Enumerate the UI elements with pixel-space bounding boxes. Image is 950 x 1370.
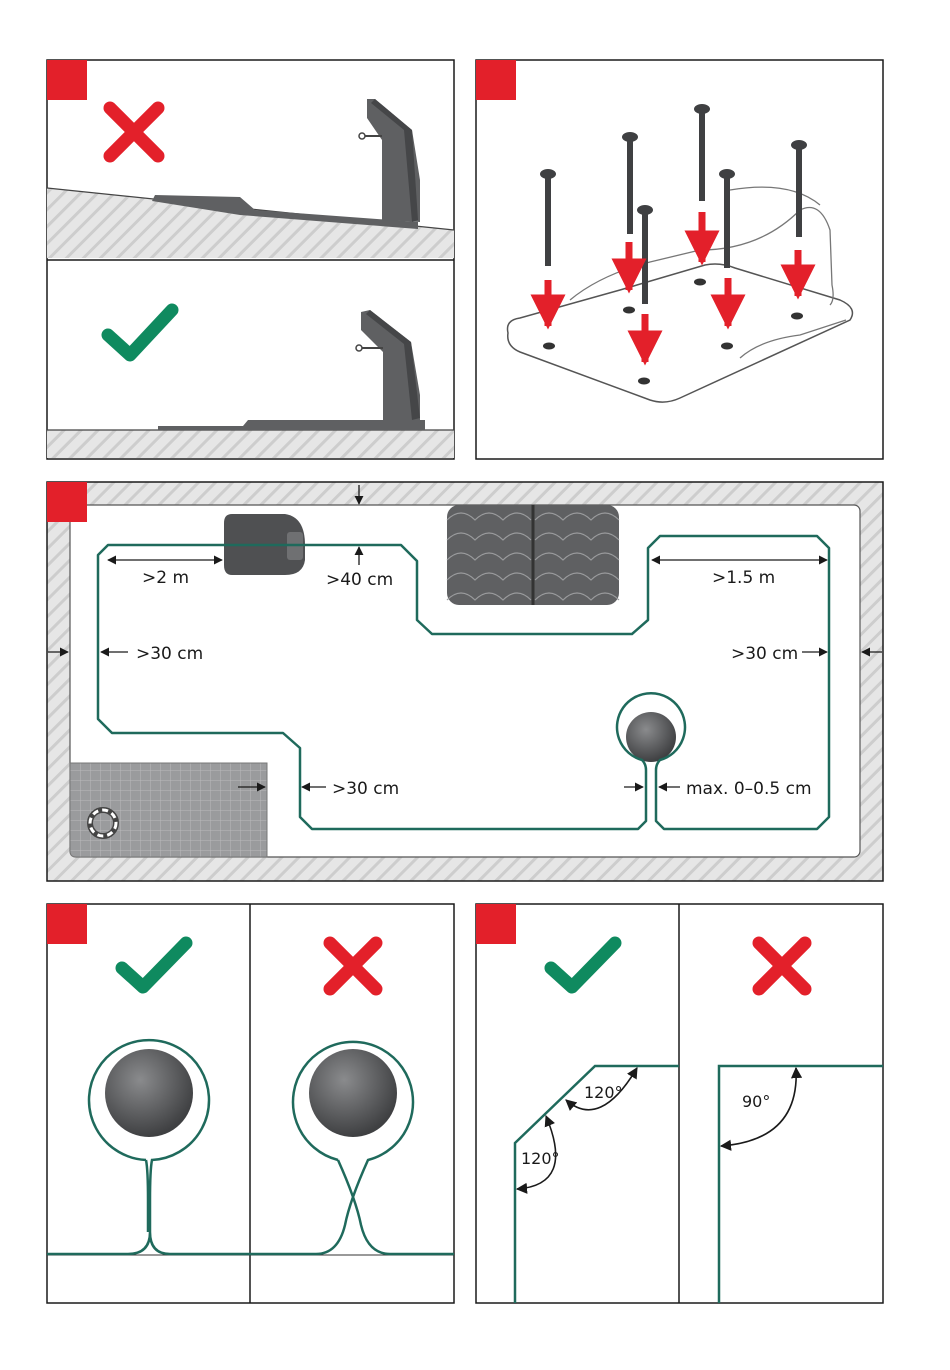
label-dist-pool: >30 cm [332, 779, 399, 799]
label-angle-c: 90° [742, 1092, 770, 1111]
pool [70, 763, 267, 857]
panel-station-pegs [476, 60, 883, 459]
label-dist-station: >2 m [142, 568, 189, 588]
panel-garden-layout: >40 cm >2 m >1.5 m >30 cm >30 cm >30 cm … [47, 482, 883, 881]
step-marker [47, 482, 87, 522]
label-dist-patio-right: >1.5 m [712, 568, 775, 588]
step-marker [476, 60, 516, 100]
label-angle-b: 120° [521, 1149, 560, 1168]
label-angle-a: 120° [584, 1083, 623, 1102]
patio-stones [447, 505, 619, 605]
label-dist-edge-right: >30 cm [731, 644, 798, 664]
label-dist-edge-left: >30 cm [136, 644, 203, 664]
tree-obstacle [105, 1049, 193, 1137]
tree-obstacle [626, 712, 676, 762]
panel-corner-angles: 120° 120° 90° [476, 904, 883, 1303]
label-dist-top: >40 cm [326, 570, 393, 590]
level-ground [47, 430, 454, 458]
step-marker [476, 904, 516, 944]
panel-station-placement [47, 60, 454, 459]
panel-island-wiring [47, 904, 454, 1303]
step-marker [47, 60, 87, 100]
label-dist-obstacle: max. 0–0.5 cm [686, 779, 812, 799]
step-marker [47, 904, 87, 944]
tree-obstacle [309, 1049, 397, 1137]
